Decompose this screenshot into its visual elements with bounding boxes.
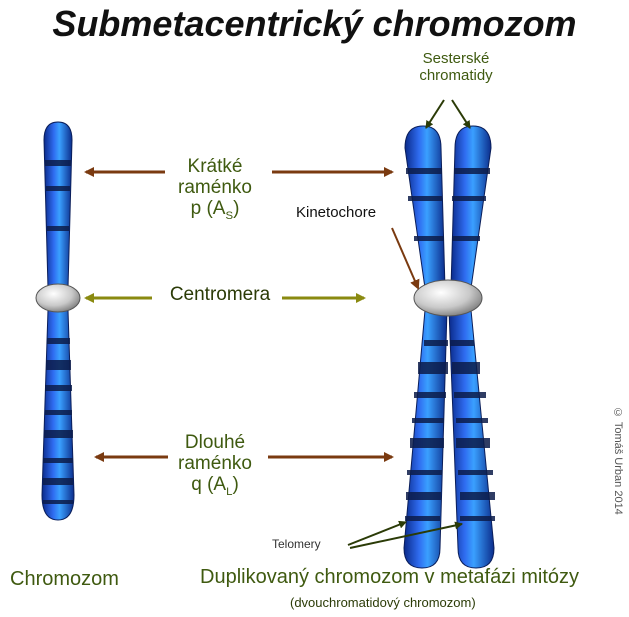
duplicated-caption: Duplikovaný chromozom v metafázi mitózy: [200, 566, 579, 588]
telomeres-label: Telomery: [272, 538, 321, 551]
single-chromosome: [36, 122, 80, 520]
chromosome-caption: Chromozom: [10, 568, 119, 590]
arrow-sister-right: [452, 100, 470, 128]
sister-chromatids-label: Sesterské chromatidy: [386, 51, 526, 84]
duplicated-subcaption: (dvouchromatidový chromozom): [290, 596, 476, 610]
centromere-label: Centromera: [150, 285, 290, 306]
short-arm-label: Krátké raménko p (AS): [155, 157, 275, 222]
duplicated-chromosome: [404, 126, 495, 568]
copyright-text: © Tomáš Urban 2014: [612, 407, 624, 515]
long-arm-label: Dlouhé raménko q (AL): [155, 433, 275, 498]
arrow-sister-left: [426, 100, 444, 128]
kinetochore-label: Kinetochore: [296, 205, 376, 222]
page-title: Submetacentrický chromozom: [0, 4, 629, 44]
